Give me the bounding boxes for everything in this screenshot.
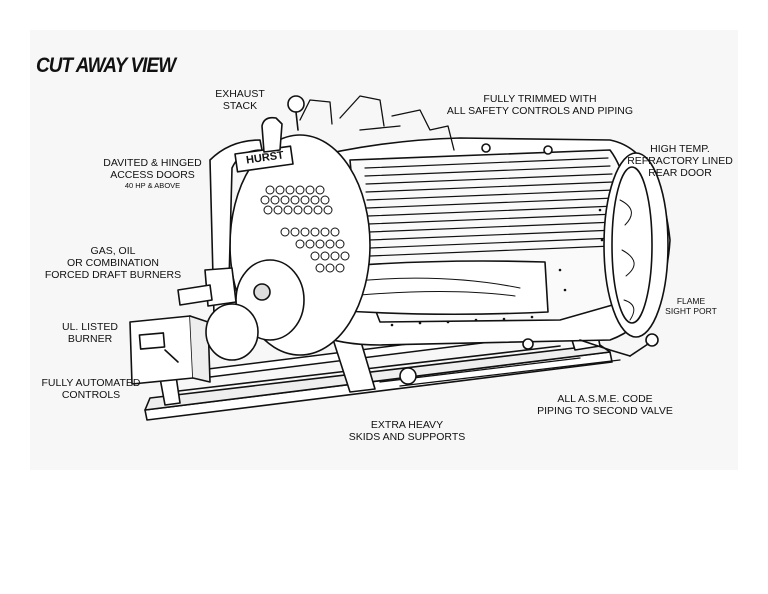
pressure-gauge (287, 95, 305, 113)
valve (399, 367, 417, 385)
tube-sheet-holes (260, 185, 350, 273)
diagram-title: CUT AWAY VIEW (36, 54, 176, 77)
top-trim-piping (299, 95, 455, 151)
label-skids-supports: EXTRA HEAVY SKIDS AND SUPPORTS (348, 419, 466, 443)
label-flame-sight-port: FLAME SIGHT PORT (665, 296, 717, 316)
fire-tubes (364, 157, 617, 257)
control-cabinet (129, 315, 194, 385)
label-ul-burner: UL. LISTED BURNER (61, 321, 119, 345)
label-fully-trimmed: FULLY TRIMMED WITH ALL SAFETY CONTROLS A… (446, 93, 634, 117)
label-asme-piping: ALL A.S.M.E. CODE PIPING TO SECOND VALVE (537, 393, 673, 417)
flame-sight-port (645, 333, 659, 347)
rivets (390, 208, 604, 327)
label-refractory-door: HIGH TEMP. REFRACTORY LINED REAR DOOR (627, 143, 733, 179)
exhaust-stack (261, 116, 283, 153)
label-exhaust-stack: EXHAUST STACK (215, 88, 265, 112)
brand-plate (234, 145, 294, 173)
label-automated-controls: FULLY AUTOMATED CONTROLS (41, 377, 141, 401)
skid-front-rail-web (144, 344, 611, 411)
label-access-doors: DAVITED & HINGED ACCESS DOORS 40 HP & AB… (103, 157, 202, 190)
rear-door (603, 152, 669, 338)
label-burners: GAS, OIL OR COMBINATION FORCED DRAFT BUR… (44, 245, 182, 281)
